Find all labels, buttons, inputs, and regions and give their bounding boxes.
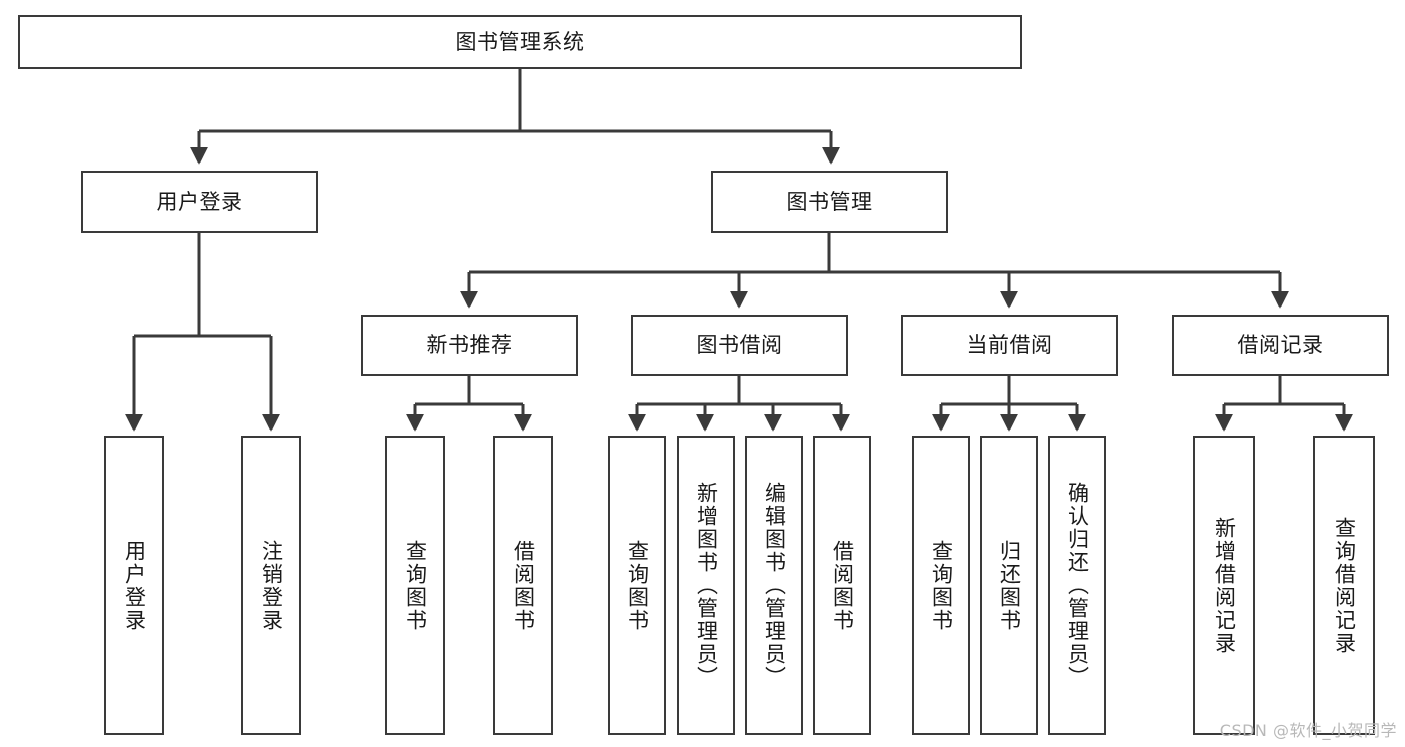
node-current-borrow[interactable]: 当前借阅 <box>901 315 1118 376</box>
node-leaf-query-book-c-label: 查询图书 <box>929 539 954 632</box>
node-leaf-query-record-label: 查询借阅记录 <box>1332 516 1357 655</box>
node-borrow-record-label: 借阅记录 <box>1237 333 1324 358</box>
node-leaf-add-book[interactable]: 新增图书（管理员） <box>677 436 735 735</box>
node-user-login[interactable]: 用户登录 <box>81 171 318 233</box>
node-leaf-borrow-book-a[interactable]: 借阅图书 <box>493 436 553 735</box>
node-new-book-rec-label: 新书推荐 <box>426 333 513 358</box>
node-leaf-query-book-c[interactable]: 查询图书 <box>912 436 970 735</box>
node-book-borrow[interactable]: 图书借阅 <box>631 315 848 376</box>
node-user-login-label: 用户登录 <box>156 189 243 214</box>
node-leaf-query-record[interactable]: 查询借阅记录 <box>1313 436 1375 735</box>
node-leaf-return-book[interactable]: 归还图书 <box>980 436 1038 735</box>
node-book-borrow-label: 图书借阅 <box>696 333 783 358</box>
node-leaf-user-login-label: 用户登录 <box>122 539 147 632</box>
node-new-book-rec[interactable]: 新书推荐 <box>361 315 578 376</box>
node-leaf-logout-label: 注销登录 <box>259 539 284 632</box>
node-root[interactable]: 图书管理系统 <box>18 15 1022 69</box>
node-leaf-borrow-book-b[interactable]: 借阅图书 <box>813 436 871 735</box>
node-leaf-add-record-label: 新增借阅记录 <box>1212 516 1237 655</box>
node-leaf-add-book-label: 新增图书（管理员） <box>694 482 719 689</box>
node-leaf-query-book-b[interactable]: 查询图书 <box>608 436 666 735</box>
node-leaf-return-book-label: 归还图书 <box>997 539 1022 632</box>
node-leaf-query-book-b-label: 查询图书 <box>625 539 650 632</box>
csdn-watermark: CSDN @软件_小贺同学 <box>1219 721 1397 740</box>
node-leaf-user-login[interactable]: 用户登录 <box>104 436 164 735</box>
node-leaf-confirm-return[interactable]: 确认归还（管理员） <box>1048 436 1106 735</box>
node-leaf-logout[interactable]: 注销登录 <box>241 436 301 735</box>
node-leaf-query-book-a-label: 查询图书 <box>403 539 428 632</box>
node-leaf-borrow-book-a-label: 借阅图书 <box>511 539 536 632</box>
node-leaf-query-book-a[interactable]: 查询图书 <box>385 436 445 735</box>
node-leaf-edit-book[interactable]: 编辑图书（管理员） <box>745 436 803 735</box>
node-current-borrow-label: 当前借阅 <box>966 333 1053 358</box>
node-root-label: 图书管理系统 <box>455 29 585 54</box>
node-leaf-borrow-book-b-label: 借阅图书 <box>830 539 855 632</box>
node-book-manage[interactable]: 图书管理 <box>711 171 948 233</box>
node-leaf-add-record[interactable]: 新增借阅记录 <box>1193 436 1255 735</box>
node-borrow-record[interactable]: 借阅记录 <box>1172 315 1389 376</box>
node-leaf-edit-book-label: 编辑图书（管理员） <box>762 482 787 689</box>
node-leaf-confirm-return-label: 确认归还（管理员） <box>1065 482 1090 689</box>
node-book-manage-label: 图书管理 <box>786 189 873 214</box>
